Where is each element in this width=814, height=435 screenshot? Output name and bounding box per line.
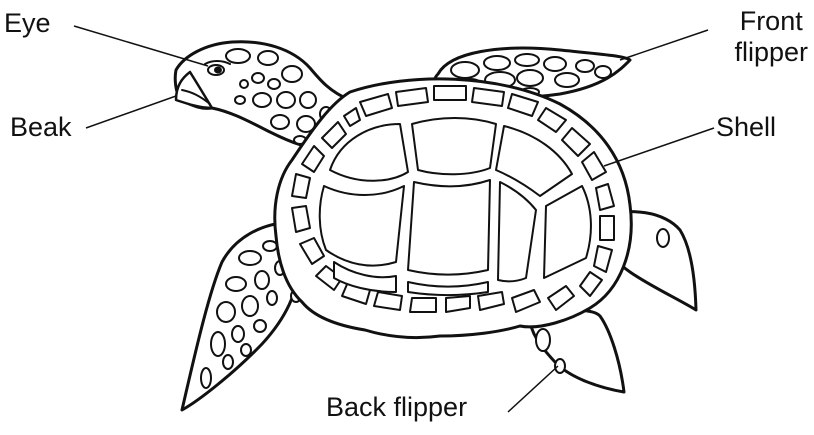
label-eye: Eye [4, 8, 51, 39]
label-front-flipper-line1: Front [734, 6, 808, 37]
label-front-flipper: Front flipper [734, 6, 808, 68]
label-beak: Beak [10, 112, 72, 143]
beak-leader-line [86, 96, 176, 128]
front-flipper-leader-line [620, 30, 708, 60]
label-front-flipper-line2: flipper [734, 37, 808, 68]
label-back-flipper: Back flipper [326, 392, 467, 423]
label-shell: Shell [716, 112, 776, 143]
shell [275, 79, 631, 338]
back-flipper-leader-line [508, 366, 558, 412]
shell-leader-line [604, 128, 714, 166]
eye-leader-line [74, 26, 208, 66]
